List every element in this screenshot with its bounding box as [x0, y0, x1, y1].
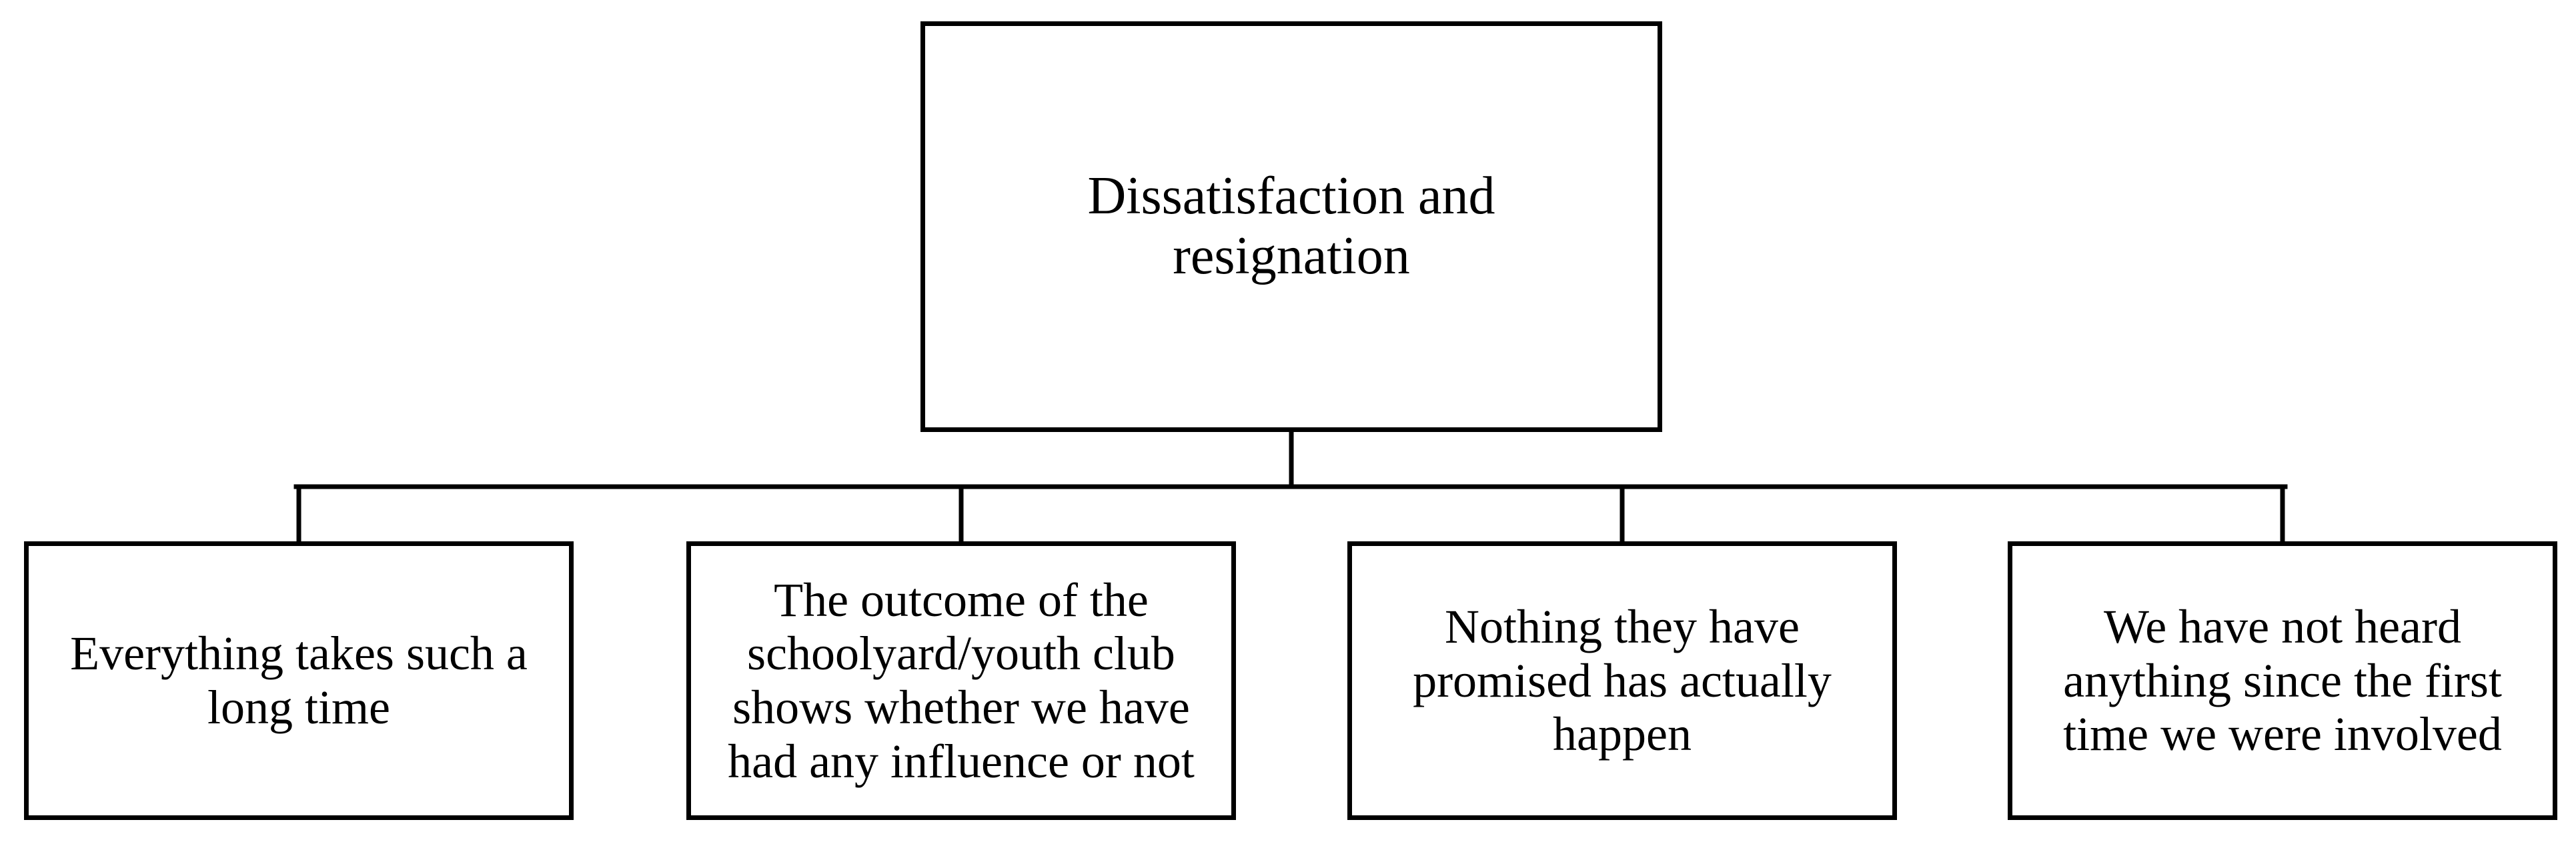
- child-node-label: We have not heard anything since the fir…: [2063, 600, 2502, 761]
- child-node-outcome-schoolyard: The outcome of the schoolyard/youth club…: [686, 541, 1236, 820]
- child-node-everything-takes-long: Everything takes such a long time: [24, 541, 574, 820]
- child-node-label-line: long time: [207, 681, 390, 734]
- child-node-label-line: schoolyard/youth club: [747, 627, 1175, 681]
- child-node-label-line: happen: [1553, 707, 1692, 761]
- child-node-label-line: shows whether we have: [732, 681, 1190, 734]
- child-node-label: Everything takes such a long time: [70, 627, 528, 734]
- root-node-label-line: Dissatisfaction and: [1087, 167, 1495, 226]
- child-node-label-line: promised has actually: [1413, 653, 1832, 707]
- root-node-label-line: resignation: [1173, 227, 1410, 285]
- child-node-label-line: time we were involved: [2063, 707, 2502, 761]
- child-node-label-line: We have not heard: [2104, 600, 2461, 654]
- child-node-label-line: Everything takes such a: [70, 627, 528, 681]
- child-node-label-line: anything since the first: [2063, 653, 2502, 707]
- child-node-label-line: Nothing they have: [1445, 600, 1800, 654]
- child-node-label-line: The outcome of the: [774, 573, 1149, 627]
- child-node-label: Nothing they have promised has actually …: [1413, 600, 1832, 761]
- child-node-label: The outcome of the schoolyard/youth club…: [728, 573, 1195, 789]
- root-node-label: Dissatisfaction and resignation: [1088, 167, 1495, 286]
- root-node: Dissatisfaction and resignation: [920, 21, 1662, 432]
- child-node-not-heard-anything: We have not heard anything since the fir…: [2008, 541, 2557, 820]
- child-node-nothing-promised: Nothing they have promised has actually …: [1347, 541, 1897, 820]
- child-node-label-line: had any influence or not: [728, 734, 1195, 788]
